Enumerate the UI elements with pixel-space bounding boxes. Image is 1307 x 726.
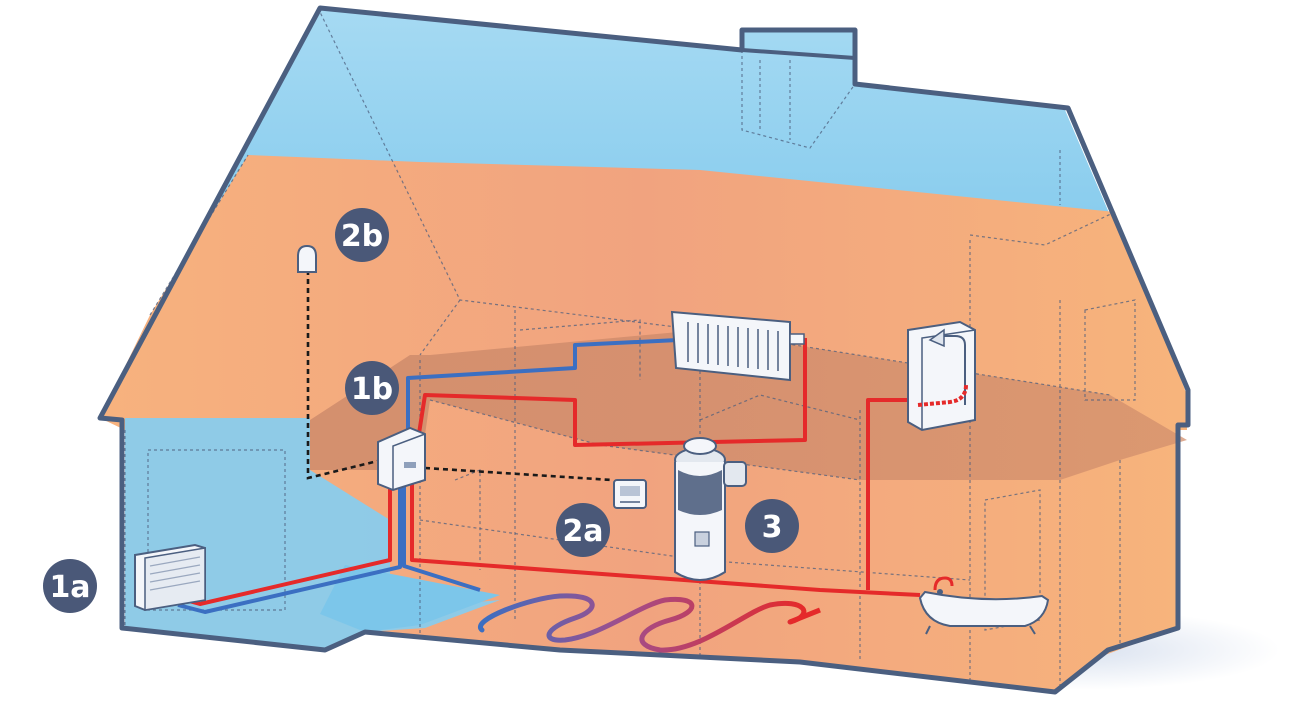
chimney-top-line [741, 48, 856, 60]
bathtub-icon [918, 576, 1050, 635]
hot-water-cylinder-icon [674, 437, 747, 581]
room-thermostat-icon [613, 479, 647, 509]
radiator-return-pipe [406, 338, 679, 430]
left-floor-patch [320, 565, 500, 632]
badge-1b-label: 1b [351, 372, 393, 407]
house [97, 5, 1191, 695]
badge-3: 3 [745, 499, 799, 553]
floor-flow-pipe [410, 484, 921, 597]
house-outline [97, 5, 1191, 695]
indoor-control-unit-icon [377, 426, 426, 492]
underfloor-heating-loop [477, 593, 807, 653]
radiator-icon [670, 310, 805, 382]
badge-2b-label: 2b [341, 219, 383, 254]
badge-2a: 2a [556, 503, 610, 557]
left-room [125, 418, 500, 650]
radiator-flow-pipe [416, 338, 807, 447]
badge-1a: 1a [43, 559, 97, 613]
return-pipe-outdoor [177, 480, 402, 614]
floor-return-pipe [402, 484, 481, 592]
first-floor-slab [310, 330, 1187, 480]
badge-1a-label: 1a [49, 570, 90, 605]
control-wiring [306, 270, 613, 482]
outdoor-temperature-sensor-icon [297, 244, 317, 273]
underfloor-feed-pipe [789, 607, 821, 625]
badge-3-label: 3 [762, 510, 783, 545]
badge-2a-label: 2a [562, 514, 603, 549]
outdoor-heat-pump-unit-icon [134, 543, 206, 612]
shower-pipe [866, 398, 912, 590]
badge-2b: 2b [335, 208, 389, 262]
shower-icon [907, 320, 976, 432]
badge-1b: 1b [345, 361, 399, 415]
